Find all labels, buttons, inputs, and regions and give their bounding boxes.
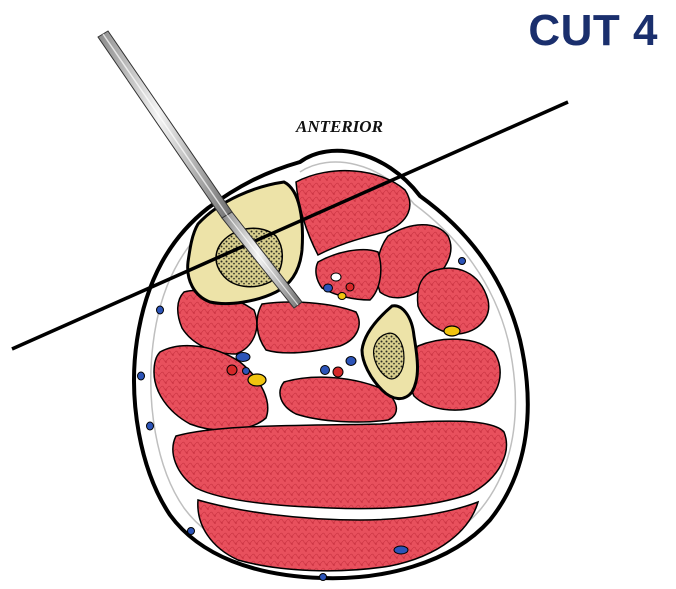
superficial-peroneal-nerve <box>444 326 460 336</box>
muscle-lateral-lower <box>408 339 500 410</box>
muscle-soleus <box>173 421 506 509</box>
anterior-label: ANTERIOR <box>296 117 383 137</box>
cut-title: CUT 4 <box>528 2 658 59</box>
